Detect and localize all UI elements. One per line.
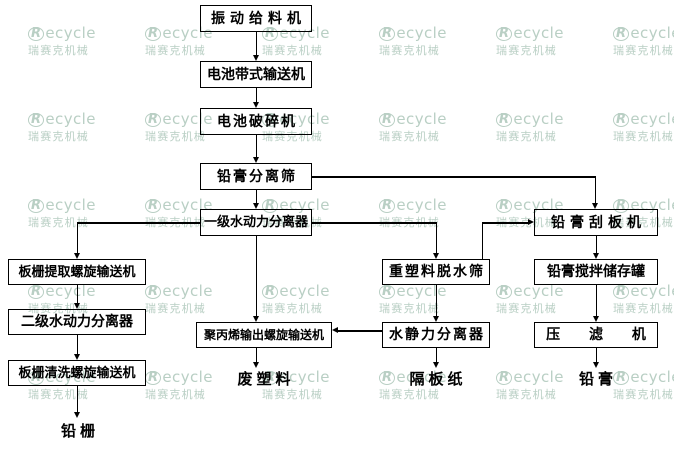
- edge-primary-to-pp-conveyor: [255, 236, 257, 316]
- node-label: 压 滤 机: [546, 327, 658, 343]
- edge-crusher-to-screen: [255, 135, 257, 157]
- arrow-hydrostatic-to-paper: [432, 362, 439, 368]
- edge-hydrostatic-to-pp-conveyor: [338, 330, 382, 332]
- arrow-screen-to-primary: [252, 203, 259, 209]
- node-secondary-hydrodynamic-separator[interactable]: 二级水动力分离器: [8, 309, 146, 335]
- edge-mixing-tank-to-filter: [595, 285, 597, 316]
- node-label: 板栅清洗螺旋输送机: [18, 365, 136, 381]
- node-label: 聚丙烯输出螺旋输送机: [203, 328, 324, 342]
- edge-primary-to-dewatering-vertical: [435, 222, 437, 253]
- edge-secondary-to-grid-wash: [76, 335, 78, 354]
- edge-screen-to-primary: [255, 190, 257, 203]
- arrow-belt-to-crusher: [252, 102, 259, 108]
- arrow-feeder-to-belt: [252, 55, 259, 61]
- edge-dewatering-to-scraper-vertical: [481, 222, 483, 259]
- node-polypropylene-output-screw-conveyor[interactable]: 聚丙烯输出螺旋输送机: [196, 322, 332, 348]
- arrow-screen-to-scraper: [591, 203, 598, 209]
- node-label: 电池破碎机: [217, 113, 297, 130]
- terminal-label: 铅栅: [60, 421, 99, 440]
- node-battery-belt-conveyor[interactable]: 电池带式输送机: [200, 61, 312, 88]
- node-lead-paste-mixing-tank[interactable]: 铅膏搅拌储存罐: [534, 259, 658, 285]
- arrow-crusher-to-screen: [252, 157, 259, 163]
- arrow-secondary-to-grid-wash: [73, 354, 80, 360]
- node-label: 铅膏分离筛: [217, 168, 297, 185]
- arrow-dewatering-to-scraper: [528, 218, 534, 225]
- node-filter-press[interactable]: 压 滤 机: [534, 322, 658, 348]
- arrow-scraper-to-mixing-tank: [592, 253, 599, 259]
- edge-screen-to-scraper-vertical: [594, 176, 596, 203]
- node-label: 板栅提取螺旋输送机: [18, 264, 136, 280]
- arrow-hydrostatic-to-pp-conveyor: [332, 326, 338, 333]
- edge-dewatering-to-hydrostatic: [435, 285, 437, 316]
- edge-screen-to-scraper-horizontal: [312, 176, 596, 178]
- node-vibrating-feeder[interactable]: 振动给料机: [200, 5, 312, 32]
- node-battery-crusher[interactable]: 电池破碎机: [200, 108, 312, 135]
- terminal-label: 废塑料: [237, 369, 295, 388]
- node-label: 铅膏刮板机: [551, 214, 646, 231]
- node-label: 水静力分离器: [389, 327, 485, 343]
- terminal-waste-plastic-output: 废塑料: [226, 368, 302, 390]
- edge-belt-to-crusher: [255, 88, 257, 102]
- terminal-lead-paste-output: 铅膏: [560, 368, 632, 390]
- node-label: 二级水动力分离器: [21, 314, 133, 330]
- arrow-primary-to-dewatering: [432, 253, 439, 259]
- node-grid-washing-screw-conveyor[interactable]: 板栅清洗螺旋输送机: [8, 360, 146, 386]
- node-hydrostatic-separator[interactable]: 水静力分离器: [382, 322, 490, 348]
- edge-feeder-to-belt: [255, 32, 257, 55]
- node-lead-paste-separating-screen[interactable]: 铅膏分离筛: [200, 163, 312, 190]
- edge-filter-to-lead-paste: [595, 348, 597, 362]
- arrow-primary-to-grid-extract: [73, 253, 80, 259]
- edge-primary-to-grid-extract-horizontal: [77, 222, 200, 224]
- edge-hydrostatic-to-paper: [435, 348, 437, 362]
- edge-primary-to-dewatering-horizontal: [312, 222, 437, 224]
- arrow-dewatering-to-hydrostatic: [432, 316, 439, 322]
- terminal-label: 隔板纸: [409, 369, 467, 388]
- edge-dewatering-to-scraper-horizontal: [481, 222, 529, 224]
- node-grid-extraction-screw-conveyor[interactable]: 板栅提取螺旋输送机: [8, 259, 146, 285]
- edge-grid-extract-to-secondary: [76, 285, 78, 303]
- node-label: 振动给料机: [211, 10, 306, 27]
- arrow-filter-to-lead-paste: [592, 362, 599, 368]
- edge-pp-conveyor-to-waste: [255, 348, 257, 362]
- edge-scraper-to-mixing-tank: [595, 236, 597, 253]
- edge-grid-wash-to-lead-grid: [76, 386, 78, 412]
- node-heavy-plastic-dewatering-screen[interactable]: 重塑料脱水筛: [382, 259, 490, 285]
- terminal-label: 铅膏: [578, 369, 617, 388]
- node-lead-paste-scraper[interactable]: 铅膏刮板机: [534, 209, 658, 236]
- node-label: 铅膏搅拌储存罐: [547, 264, 645, 280]
- arrow-grid-wash-to-lead-grid: [73, 412, 80, 418]
- node-primary-hydrodynamic-separator[interactable]: 一级水动力分离器: [200, 209, 312, 236]
- node-label: 一级水动力分离器: [203, 215, 308, 230]
- terminal-lead-grid-output: 铅栅: [40, 420, 116, 442]
- arrow-mixing-tank-to-filter: [592, 316, 599, 322]
- terminal-separator-paper-output: 隔板纸: [398, 368, 474, 390]
- arrow-pp-conveyor-to-waste: [252, 362, 259, 368]
- arrow-grid-extract-to-secondary: [73, 303, 80, 309]
- node-label: 重塑料脱水筛: [389, 264, 485, 280]
- arrow-primary-to-pp-conveyor: [252, 316, 259, 322]
- node-label: 电池带式输送机: [207, 66, 305, 83]
- edge-primary-to-grid-extract-vertical: [76, 222, 78, 253]
